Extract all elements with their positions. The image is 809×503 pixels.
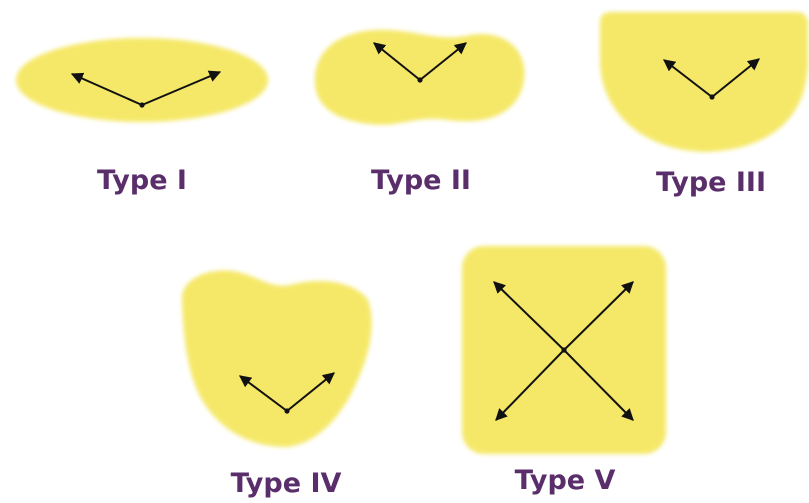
type-1-shape [16,38,268,122]
type-3-origin-dot-icon [709,94,714,99]
type-2-label: Type II [371,165,471,196]
type-4-label: Type IV [231,468,342,499]
type-5-label: Type V [515,465,616,496]
type-1-label: Type I [97,165,187,196]
type-1-group: Type I [16,38,268,196]
type-4-group: Type IV [182,270,372,499]
type-3-label: Type III [656,167,766,198]
type-4-shape [182,270,372,447]
type-2-origin-dot-icon [417,77,422,82]
type-1-origin-dot-icon [139,102,144,107]
type-4-origin-dot-icon [284,408,289,413]
type-5-group: Type V [462,246,666,496]
type-2-shape [315,30,525,125]
type-3-group: Type III [600,12,808,198]
type-3-shape [600,12,808,152]
type-2-group: Type II [315,30,525,196]
type-5-origin-dot-icon [561,347,566,352]
